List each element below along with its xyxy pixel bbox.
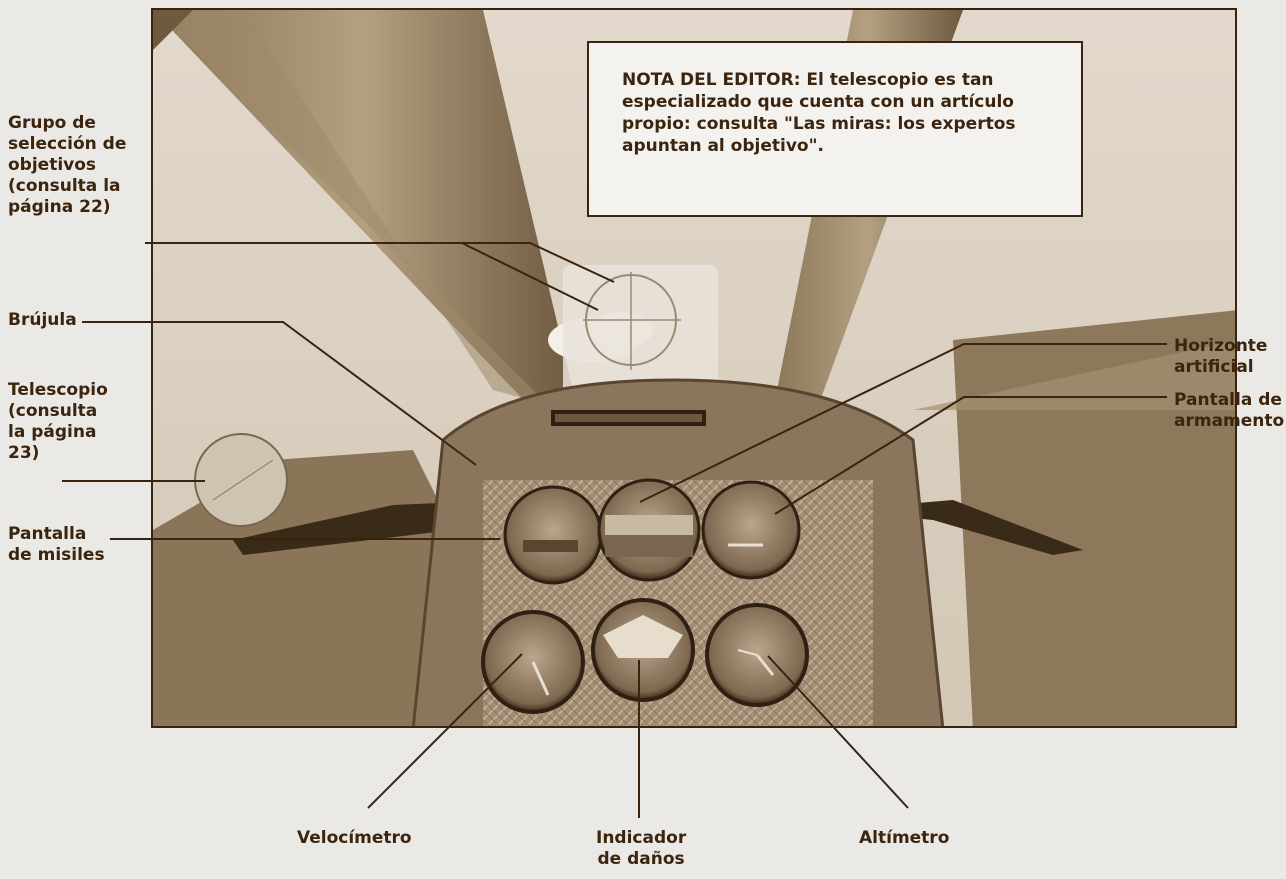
callout-weapons-display-line: armamento	[1174, 411, 1284, 432]
callout-compass: Brújula	[8, 310, 77, 331]
editor-note-heading: NOTA DEL EDITOR:	[622, 70, 801, 90]
callout-telescope-line: (consulta	[8, 401, 108, 422]
callout-altimeter-line: Altímetro	[859, 828, 949, 849]
callout-telescope: Telescopio (consulta la página 23)	[8, 380, 108, 464]
callout-missile-display-line: de misiles	[8, 545, 105, 566]
callout-target-group-line: (consulta la	[8, 176, 126, 197]
callout-target-group-line: página 22)	[8, 197, 126, 218]
callout-target-group-line: objetivos	[8, 155, 126, 176]
editor-note-box: NOTA DEL EDITOR: El telescopio es tan es…	[587, 41, 1083, 217]
callout-telescope-line: Telescopio	[8, 380, 108, 401]
callout-weapons-display-line: Pantalla de	[1174, 390, 1284, 411]
callout-target-group: Grupo de selección de objetivos (consult…	[8, 113, 126, 218]
callout-altimeter: Altímetro	[859, 828, 949, 849]
callout-damage-indicator: Indicador de daños	[596, 828, 686, 870]
callout-missile-display-line: Pantalla	[8, 524, 105, 545]
callout-damage-indicator-line: de daños	[596, 849, 686, 870]
callout-artificial-horizon-line: artificial	[1174, 357, 1267, 378]
callout-telescope-line: la página	[8, 422, 108, 443]
callout-weapons-display: Pantalla de armamento	[1174, 390, 1284, 432]
callout-telescope-line: 23)	[8, 443, 108, 464]
callout-compass-line: Brújula	[8, 310, 77, 331]
callout-artificial-horizon: Horizonte artificial	[1174, 336, 1267, 378]
callout-speedometer-line: Velocímetro	[297, 828, 412, 849]
callout-damage-indicator-line: Indicador	[596, 828, 686, 849]
callout-speedometer: Velocímetro	[297, 828, 412, 849]
callout-target-group-line: Grupo de	[8, 113, 126, 134]
callout-missile-display: Pantalla de misiles	[8, 524, 105, 566]
callout-target-group-line: selección de	[8, 134, 126, 155]
callout-artificial-horizon-line: Horizonte	[1174, 336, 1267, 357]
